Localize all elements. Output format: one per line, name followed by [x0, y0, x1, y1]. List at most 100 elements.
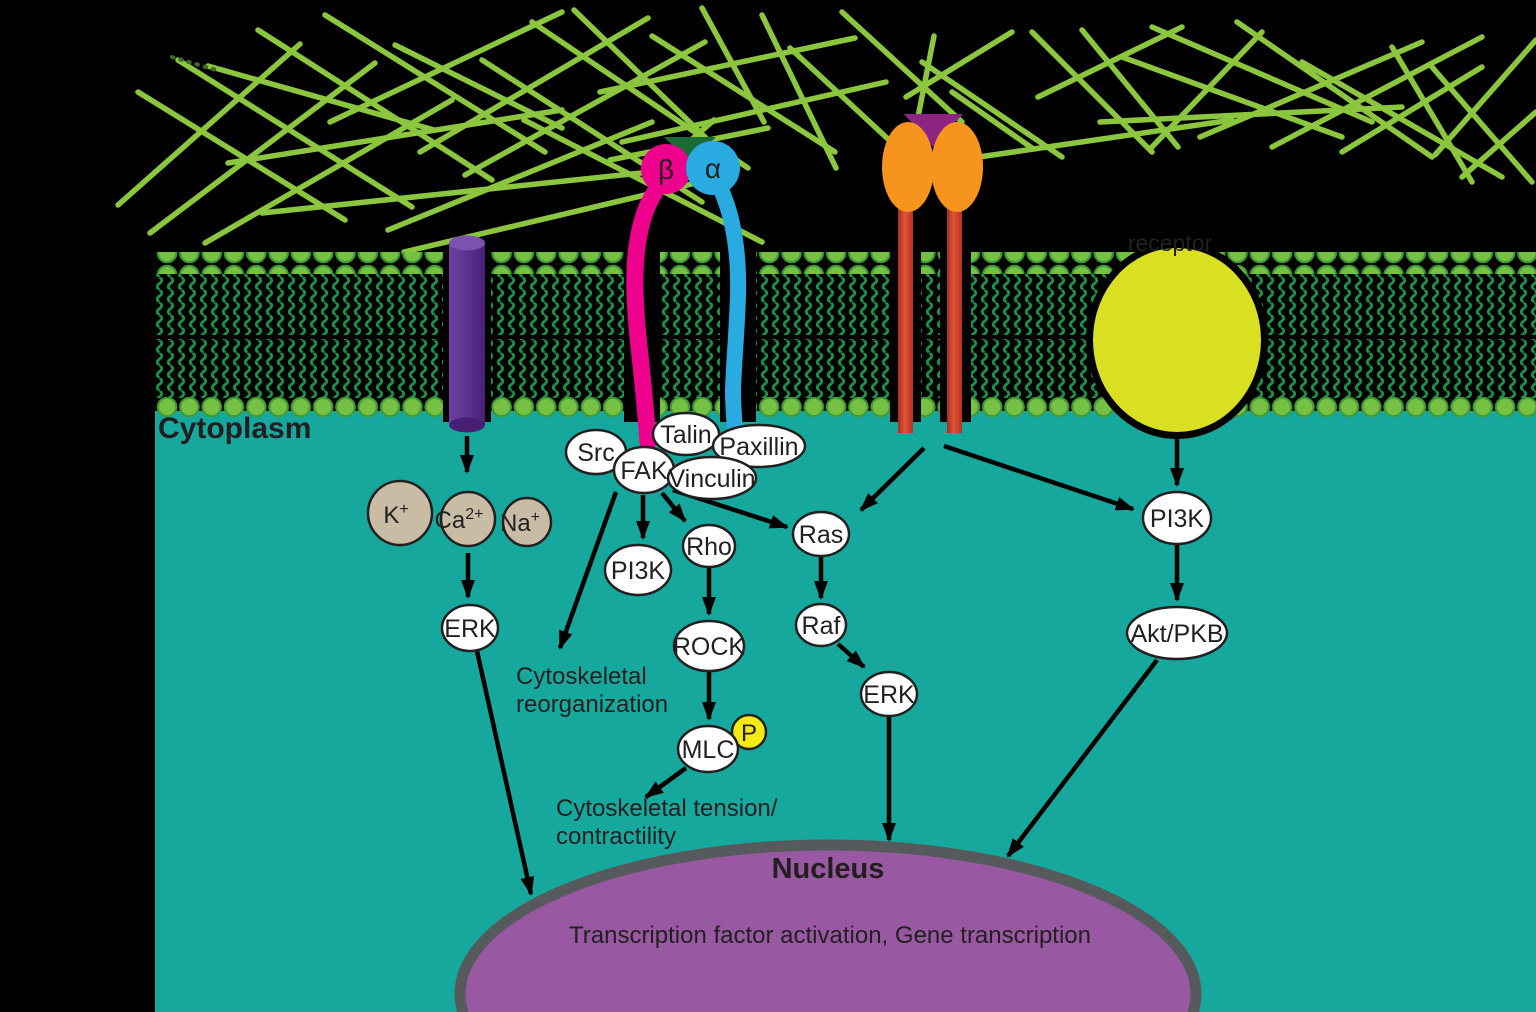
node-ras: [791, 510, 851, 558]
ecm-fiber-mesh: [115, 5, 1536, 255]
ecm-fiber-line: [1429, 64, 1535, 185]
ion-k-symbol: K: [383, 502, 399, 529]
tension-line2: contractility: [556, 823, 676, 850]
ecm-fiber-line: [462, 39, 708, 178]
integrin-alpha-label: α: [705, 153, 721, 184]
ecm-fiber-line: [1459, 109, 1536, 180]
ecm-fiber-line: [1339, 64, 1485, 155]
ecm-fiber-line: [597, 35, 858, 95]
cytoskeletal-reorg-line1: Cytoskeletal: [516, 663, 647, 690]
integrin-beta-label: β: [658, 154, 674, 185]
ion-calcium: [439, 490, 497, 548]
node-erk-left: [440, 603, 500, 653]
tension-line1: Cytoskeletal tension/: [556, 795, 778, 822]
ecm-fiber-line: [1197, 39, 1425, 140]
receptor-lobe-left: [882, 122, 934, 212]
ion-ca-symbol: Ca: [435, 507, 466, 534]
label-erk-left: ERK: [444, 615, 496, 643]
ecm-fiber-line: [259, 165, 691, 216]
ecm-fiber-line: [327, 9, 565, 125]
membrane-upper-tails: [155, 274, 1536, 335]
ecm-fiber-line: [1119, 54, 1345, 140]
arrow-receptor-to-ras: [859, 446, 926, 512]
growth-factor-receptor: [882, 114, 983, 433]
ecm-fiber-line: [1149, 24, 1375, 125]
ecm-fiber-line: [135, 89, 348, 223]
label-ras: Ras: [799, 521, 843, 549]
ecm-fiber-line: [417, 15, 651, 155]
ecm-fiber-line: [115, 41, 303, 208]
integrin: β α: [626, 137, 747, 451]
ion-sodium-label: Na+: [500, 509, 540, 537]
ion-na-symbol: Na: [500, 510, 531, 537]
arrow-raf-to-erk: [836, 642, 866, 669]
ion-group: [366, 479, 553, 548]
yellow-receptor: receptor: [1093, 230, 1261, 432]
ecm-fiber-line: [699, 5, 767, 125]
ecm-fiber-line: [392, 42, 565, 131]
node-vinculin: [666, 455, 758, 501]
yellow-receptor-body: [1093, 248, 1261, 432]
node-mlc: [676, 724, 740, 774]
ion-k-charge: +: [399, 501, 408, 518]
ligand-triangle: [904, 114, 963, 147]
label-rock: ROCK: [673, 633, 746, 661]
ecm-fiber-line: [322, 12, 548, 155]
label-pi3k-left: PI3K: [611, 557, 666, 585]
ecm-fiber-line: [1097, 104, 1405, 125]
cytoskeletal-reorg-line2: reorganization: [516, 691, 668, 718]
ion-potassium-label: K+: [383, 501, 408, 529]
node-raf: [794, 602, 848, 648]
node-akt-pkb: [1125, 605, 1229, 661]
ecm-fiber-line: [919, 59, 1065, 160]
ion-channel: [449, 235, 485, 433]
ecm-fiber-line: [1149, 29, 1265, 150]
label-rho: Rho: [686, 533, 732, 561]
ecm-fiber-line: [1234, 19, 1435, 160]
ecm-fiber-line: [205, 63, 437, 133]
node-paxillin: [711, 423, 807, 469]
signaling-nodes: [440, 490, 1229, 774]
ecm-fiber-line: [255, 27, 495, 183]
ecm-fiber-line: [1299, 59, 1505, 180]
focal-adhesion-complex: [564, 411, 807, 501]
receptor-stem-right: [947, 206, 962, 433]
yellow-receptor-label: receptor: [1128, 230, 1213, 256]
label-erk-right: ERK: [863, 681, 915, 709]
node-rock: [672, 619, 746, 673]
ion-na-charge: +: [531, 509, 540, 526]
label-akt-pkb: Akt/PKB: [1130, 620, 1223, 648]
ecm-fiber-line: [619, 79, 889, 145]
ecm-fiber-dotted: [170, 55, 218, 72]
ion-sodium: [501, 496, 553, 548]
ion-channel-top: [449, 235, 485, 251]
membrane-top-head-row: [155, 252, 1536, 274]
receptor-stem-left: [898, 206, 913, 433]
cytoplasm-label: Cytoplasm: [158, 412, 311, 445]
arrow-mlc-to-tension: [644, 766, 688, 799]
ion-channel-bottom: [449, 417, 485, 433]
label-talin: Talin: [660, 421, 711, 449]
label-phospho: P: [741, 720, 757, 747]
ecm-fiber-line: [521, 117, 765, 245]
nucleus-label: Nucleus: [772, 853, 885, 885]
label-pi3k-right: PI3K: [1150, 505, 1205, 533]
ecm-fiber-line: [1389, 44, 1475, 185]
ecm-fiber-line: [175, 57, 415, 210]
nucleus: [454, 839, 1202, 1012]
nucleus-shape: [454, 839, 1202, 1012]
label-mlc: MLC: [682, 736, 735, 764]
node-erk-right: [859, 670, 919, 718]
label-vinculin: Vinculin: [668, 465, 755, 493]
integrin-beta-leg: [626, 183, 664, 451]
ecm-fiber-line: [1079, 27, 1181, 150]
ecm-fiber-line: [1029, 29, 1155, 155]
arrow-fak-to-cytoskeletal-reorg: [557, 491, 619, 650]
ecm-fiber-line: [225, 107, 565, 166]
node-pi3k-left: [603, 543, 673, 597]
ion-channel-body: [449, 243, 485, 425]
label-raf: Raf: [802, 612, 841, 640]
ion-ca-charge: 2+: [465, 506, 483, 523]
ecm-fiber-line: [1432, 37, 1536, 158]
